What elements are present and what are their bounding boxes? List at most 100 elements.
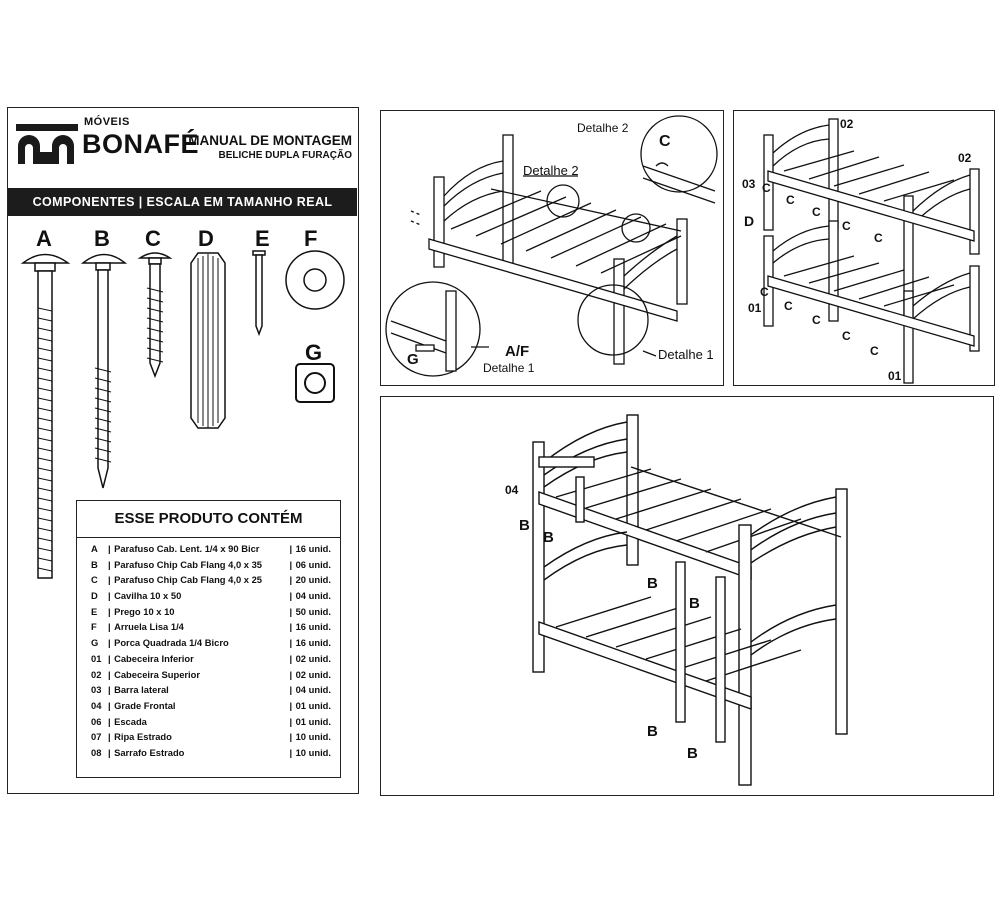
contents-list: A|Parafuso Cab. Lent. 1/4 x 90 Bicr|16 u… (91, 543, 331, 763)
manual-title: MANUAL DE MONTAGEM (188, 133, 352, 148)
item-description: Prego 10 x 10 (114, 605, 175, 617)
item-description: Parafuso Chip Cab Flang 4,0 x 35 (114, 558, 263, 570)
item-quantity: 04 unid. (295, 684, 332, 696)
label-c-3: C (812, 205, 821, 219)
item-code: A (91, 543, 98, 554)
item-code: 08 (91, 746, 102, 758)
label-d: D (744, 213, 755, 229)
detail1-g-label: G (407, 351, 419, 368)
label-02-top: 02 (840, 117, 854, 131)
manual-subtitle: BELICHE DUPLA FURAÇÃO (218, 150, 352, 161)
bunk-bed-final-drawing (532, 414, 848, 786)
row-separator: | (289, 605, 293, 617)
item-code: G (91, 637, 99, 649)
row-separator: | (289, 637, 293, 649)
washer-f-icon (285, 250, 345, 310)
contents-row: 02|Cabeceira Superior|02 unid. (91, 669, 331, 685)
row-separator: | (107, 715, 111, 727)
item-description: Porca Quadrada 1/4 Bicro (114, 637, 229, 649)
part-label-c: C (145, 226, 161, 251)
item-code: C (91, 574, 98, 586)
row-separator: | (289, 621, 293, 633)
brand-tagline: MÓVEIS (84, 116, 130, 128)
item-quantity: 16 unid. (295, 621, 332, 633)
row-separator: | (289, 684, 293, 696)
contents-row: 04|Grade Frontal|01 unid. (91, 700, 331, 716)
part-label-a: A (36, 226, 52, 251)
detail1-small-label: Detalhe 1 (483, 361, 535, 375)
bed-assembly-detail-drawing (385, 115, 718, 377)
item-quantity: 50 unid. (295, 605, 332, 617)
part-label-b: B (94, 226, 110, 251)
item-description: Sarrafo Estrado (114, 746, 185, 758)
item-description: Parafuso Cab. Lent. 1/4 x 90 Bicr (114, 543, 260, 554)
row-separator: | (289, 574, 293, 586)
row-separator: | (107, 731, 111, 743)
item-code: D (91, 590, 98, 602)
detail1-af-label: A/F (505, 343, 530, 360)
bunk-stacking-drawing (763, 118, 980, 384)
item-description: Cabeceira Superior (114, 668, 201, 680)
contents-row: B|Parafuso Chip Cab Flang 4,0 x 35|06 un… (91, 559, 331, 575)
contents-row: 08|Sarrafo Estrado|10 unid. (91, 747, 331, 763)
contents-row: 06|Escada|01 unid. (91, 716, 331, 732)
label-b-3: B (647, 575, 658, 592)
item-code: E (91, 605, 98, 617)
contents-row: 03|Barra lateral|04 unid. (91, 684, 331, 700)
item-code: 01 (91, 652, 102, 664)
contents-row: D|Cavilha 10 x 50|04 unid. (91, 590, 331, 606)
row-separator: | (107, 543, 111, 554)
row-separator: | (289, 558, 293, 570)
label-01-left: 01 (748, 301, 762, 315)
detail1-label: Detalhe 1 (658, 347, 714, 362)
item-code: 02 (91, 668, 102, 680)
nail-e-icon (252, 250, 266, 337)
contents-title: ESSE PRODUTO CONTÉM (77, 501, 340, 538)
row-separator: | (107, 558, 111, 570)
label-c-7: C (784, 299, 793, 313)
row-separator: | (107, 668, 111, 680)
item-quantity: 04 unid. (295, 590, 332, 602)
brand-name: BONAFÉ (82, 129, 199, 159)
label-c-8: C (812, 313, 821, 327)
part-label-g: G (305, 340, 323, 365)
label-01-bottom: 01 (888, 369, 902, 383)
row-separator: | (289, 715, 293, 727)
row-separator: | (289, 668, 293, 680)
row-separator: | (107, 621, 111, 633)
row-separator: | (289, 699, 293, 711)
contents-row: F|Arruela Lisa 1/4|16 unid. (91, 621, 331, 637)
label-c-2: C (786, 193, 795, 207)
item-code: F (91, 621, 97, 633)
bonafe-logo-icon (16, 124, 78, 164)
square-nut-g-icon (295, 363, 335, 403)
detail2-mid-label: Detalhe 2 (523, 163, 579, 178)
row-separator: | (289, 590, 293, 602)
item-quantity: 02 unid. (295, 668, 332, 680)
label-03: 03 (742, 177, 756, 191)
label-c-1: C (762, 181, 771, 195)
brand-logo: MÓVEIS BONAFÉ (16, 114, 199, 166)
item-description: Escada (114, 715, 147, 727)
label-04: 04 (505, 483, 519, 497)
item-quantity: 16 unid. (295, 543, 332, 554)
label-c-10: C (870, 344, 879, 358)
item-description: Arruela Lisa 1/4 (114, 621, 184, 633)
row-separator: | (107, 590, 111, 602)
contents-row: A|Parafuso Cab. Lent. 1/4 x 90 Bicr|16 u… (91, 543, 331, 559)
item-description: Grade Frontal (114, 699, 176, 711)
contents-row: C|Parafuso Chip Cab Flang 4,0 x 25|20 un… (91, 574, 331, 590)
item-description: Cabeceira Inferior (114, 652, 194, 664)
contents-row: 01|Cabeceira Inferior|02 unid. (91, 653, 331, 669)
part-label-e: E (255, 226, 270, 251)
item-description: Ripa Estrado (114, 731, 172, 743)
item-quantity: 02 unid. (295, 652, 332, 664)
label-b-2: B (543, 529, 554, 546)
item-description: Parafuso Chip Cab Flang 4,0 x 25 (114, 574, 263, 586)
row-separator: | (107, 574, 111, 586)
stacking-panel: 02 02 03 D 01 01 C C C C C C C C C C (733, 110, 995, 386)
label-c-5: C (874, 231, 883, 245)
row-separator: | (107, 684, 111, 696)
item-description: Barra lateral (114, 684, 169, 696)
row-separator: | (289, 543, 293, 554)
